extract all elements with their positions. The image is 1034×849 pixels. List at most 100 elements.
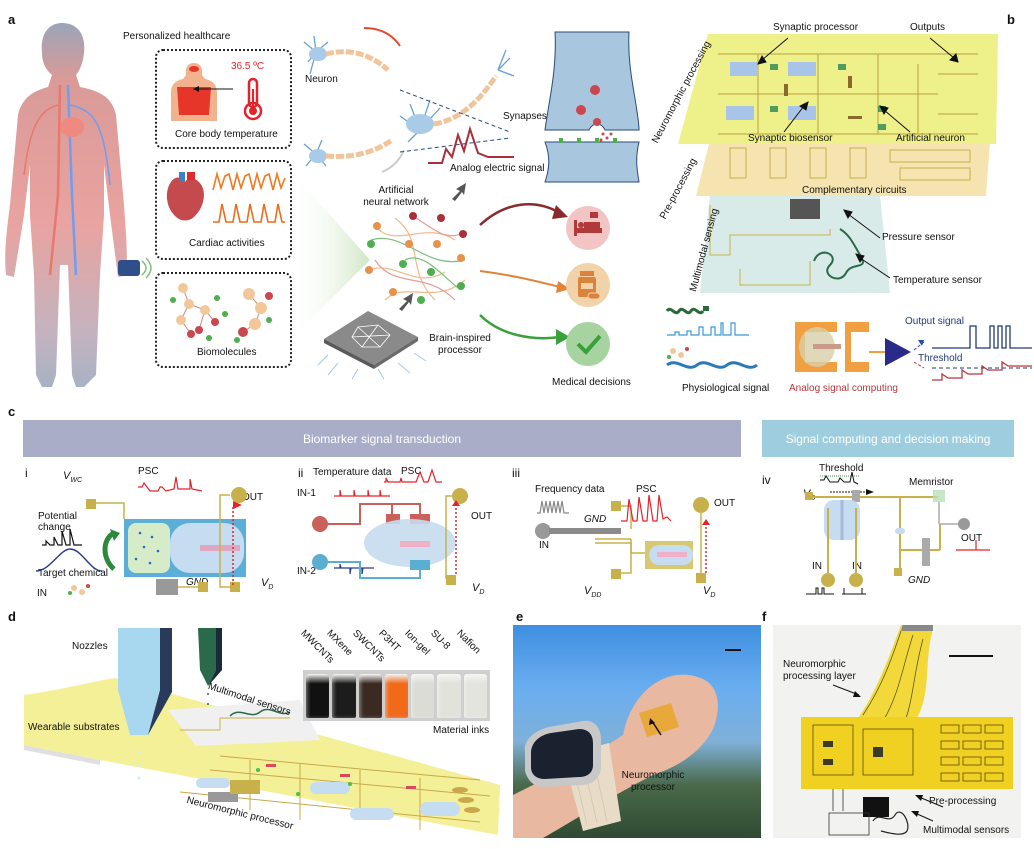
device-diagram-i [35,476,247,595]
core-body-temperature-box: 36.5 ºC Core body temperature [155,49,292,149]
complementary-circuits-label: Complementary circuits [802,185,907,196]
neuron-illustration [303,27,515,173]
ink-vial [332,674,356,718]
pre-processing-label-f: Pre-processing [929,796,997,807]
ink-vials [306,674,487,718]
device-diagram-iii [535,494,710,583]
panel-label-e: e [516,609,524,624]
human-body-illustration [5,23,127,387]
medicine-bottle-icon [566,263,610,307]
vd-label-ii: VD [472,582,484,596]
potential-label-line2: change [38,522,71,533]
vd-symbol: V [703,585,711,597]
panel-label-f: f [762,609,767,624]
hospital-bed-icon [566,206,610,250]
ann-label-line1: Artificial [378,185,414,196]
material-inks-label: Material inks [433,725,490,736]
device-photo: Neuromorphic processing layer Pre-proces… [773,625,1021,838]
vwc-symbol: V [63,470,71,482]
neuromorphic-processor-label-e2: processor [631,782,675,793]
synaptic-biosensor-label: Synaptic biosensor [748,133,833,144]
vdd-symbol: V [584,585,592,597]
panel-label-c: c [8,404,16,419]
vd-subscript: D [268,584,274,592]
neuromorphic-processing-layer-label-1: Neuromorphic [783,659,846,670]
flexible-device-illustration [801,625,1013,836]
core-body-temperature-label: Core body temperature [175,129,278,140]
analog-electric-signal-waveform [428,125,514,164]
memristor-label: Memristor [909,477,954,488]
psc-label-ii: PSC [401,466,422,477]
physiological-signal-label: Physiological signal [682,383,770,394]
output-and-threshold-signals [913,325,1032,381]
panel-label-a: a [8,12,16,27]
roman-i: i [25,466,28,480]
personalized-healthcare-title: Personalized healthcare [123,31,231,42]
ink-vial [306,674,330,718]
checkmark-icon [566,322,610,366]
output-signal-label: Output signal [905,316,964,327]
in-label-iv-a: IN [812,561,822,572]
frequency-data-label: Frequency data [535,484,605,495]
out-label-i: OUT [242,492,264,503]
vd-label-i: VD [261,577,273,591]
molecule-cluster-icon [170,283,273,343]
biomolecules-label: Biomolecules [197,347,257,358]
roman-iii: iii [512,466,520,480]
up-arrow-icon [399,293,413,311]
roman-ii: ii [298,466,304,480]
device-diagram-ii [312,468,468,585]
vwc-label: VWC [63,470,82,484]
wrist-photo: Neuromorphic processor [513,625,761,838]
out-label-iii: OUT [714,498,736,509]
printing-substrate-illustration [24,628,500,835]
synapse-diagram [544,31,640,183]
body-heatmap-icon [171,63,217,121]
ink-vial [384,674,409,718]
pressure-sensor-label: Pressure sensor [882,232,955,243]
physiological-signal-waveforms [665,306,758,369]
banner-signal-computing: Signal computing and decision making [762,420,1014,457]
synapses-label: Synapses [503,111,547,122]
analog-electric-signal-label: Analog electric signal [450,163,545,174]
vwc-subscript: WC [70,477,83,485]
thermometer-icon [243,77,263,121]
device-diagram-iv [805,471,990,595]
ink-vial [411,674,435,718]
in-label-iii: IN [539,540,549,551]
multimodal-sensors-label-f: Multimodal sensors [923,825,1010,836]
neuromorphic-processing-layer-label-2: processing layer [783,671,856,682]
decision-arrows [479,203,570,345]
gnd-label-i: GND [186,577,209,588]
ink-vial [358,674,382,718]
threshold-label: Threshold [918,353,963,364]
artificial-neuron-label: Artificial neuron [896,133,965,144]
gnd-label-iv: GND [908,575,931,586]
temperature-data-label: Temperature data [313,467,392,478]
neuromorphic-processor-label-e1: Neuromorphic [621,770,685,781]
brain-inspired-chip-icon [317,311,427,380]
temperature-sensor-label: Temperature sensor [893,275,982,286]
heart-icon [166,172,204,221]
cardiac-activities-box: Cardiac activities [155,160,292,260]
vdd-label: VDD [584,585,601,599]
multimodal-sensing-layer [700,195,890,293]
outputs-label: Outputs [910,22,946,33]
pre-processing-layer [696,140,990,196]
vd-label-iii: VD [703,585,715,599]
psc-label-i: PSC [138,466,159,477]
vdd-subscript: DD [591,592,602,600]
synaptic-processor-label: Synaptic processor [773,22,859,33]
wireless-signal-icon [141,257,152,279]
nozzles-label: Nozzles [72,641,108,652]
artificial-neural-network [365,212,467,304]
vd-symbol: V [261,577,269,589]
panel-label-d: d [8,609,16,624]
potential-label-line1: Potential [38,511,77,522]
analog-signal-computing-label: Analog signal computing [789,383,898,394]
ink-vial [437,674,461,718]
in-label-i: IN [37,588,47,599]
processor-label-line1: Brain-inspired [429,333,491,344]
in2-label: IN-2 [297,566,316,577]
threshold-label-iv: Threshold [819,463,864,474]
